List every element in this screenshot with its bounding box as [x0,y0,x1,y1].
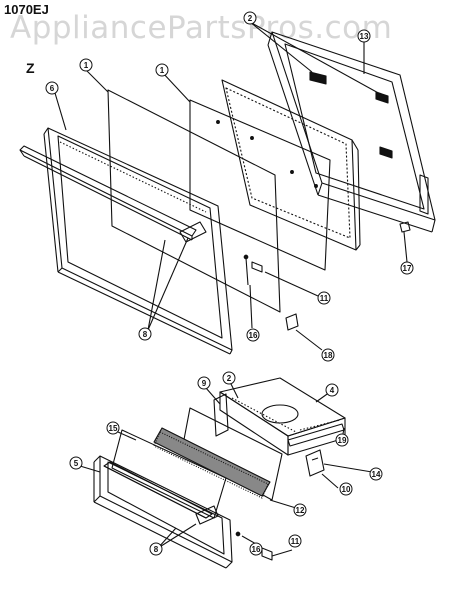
callout-label: 19 [338,436,347,445]
callout-label: 8 [143,330,148,339]
callout-circle [45,81,59,95]
callout-label: 1 [160,66,165,75]
clip-17 [399,221,411,233]
callout-label: 17 [403,264,412,273]
callout-circle [155,63,169,77]
callout-label: 4 [330,386,335,395]
drawer-mesh-panel [153,431,269,499]
callout-circle [293,503,307,517]
callout-circle [325,383,339,397]
callout-label: 18 [324,351,333,360]
callout-circle [138,327,152,341]
callouts [45,11,414,556]
callout-label: 16 [252,545,261,554]
watermark: AppliancePartsPros.com [10,10,393,46]
door-glass-middle [189,99,331,271]
callout-circle [369,467,383,481]
callout-label: 11 [291,537,300,546]
door-front-frame [43,127,233,355]
callout-label: 2 [248,14,253,23]
screw-upper [245,257,249,286]
door-inner-liner [267,31,436,233]
door-handle [19,145,207,243]
callout-circle [339,482,353,496]
callout-circle [400,261,414,275]
door-outer-glass [107,89,281,313]
callout-label: 8 [154,545,159,554]
callout-circle [246,328,260,342]
callout-circle [106,421,120,435]
callout-labels: 1 1 2 6 13 17 11 8 16 18 9 2 4 15 19 5 1… [50,14,412,554]
callout-label: 14 [372,470,381,479]
callout-circle [317,291,331,305]
insulation-pad [221,79,361,251]
callout-label: 10 [342,485,351,494]
callout-circle [79,58,93,72]
callout-circle [243,11,257,25]
drawer-handle [103,461,219,525]
callout-label: 13 [360,32,369,41]
callout-label: 12 [296,506,305,515]
callout-label: 1 [84,61,89,70]
callout-label: 5 [74,459,79,468]
callout-label: 6 [50,84,55,93]
callout-label: 11 [320,294,329,303]
drawer-inner-panel [181,407,283,501]
hinge-clip-upper [251,261,263,273]
drawer-side-bracket [213,393,229,437]
bracket-18 [285,313,299,331]
callout-circle [321,348,335,362]
callout-circle [222,371,236,385]
section-letter: Z [26,60,35,76]
callout-circle [249,542,263,556]
callout-circle [69,456,83,470]
drawer-bracket [305,449,325,477]
callout-circle [288,534,302,548]
callout-circle [335,433,349,447]
callout-label: 9 [202,379,207,388]
callout-label: 16 [249,331,258,340]
drawer-front [93,455,233,569]
callout-circle [357,29,371,43]
model-code: 1070EJ [4,2,49,17]
callout-circle [149,542,163,556]
callout-label: 15 [109,424,118,433]
callout-circle [197,376,211,390]
callout-label: 2 [227,374,232,383]
hinge-clip-lower [261,547,273,561]
